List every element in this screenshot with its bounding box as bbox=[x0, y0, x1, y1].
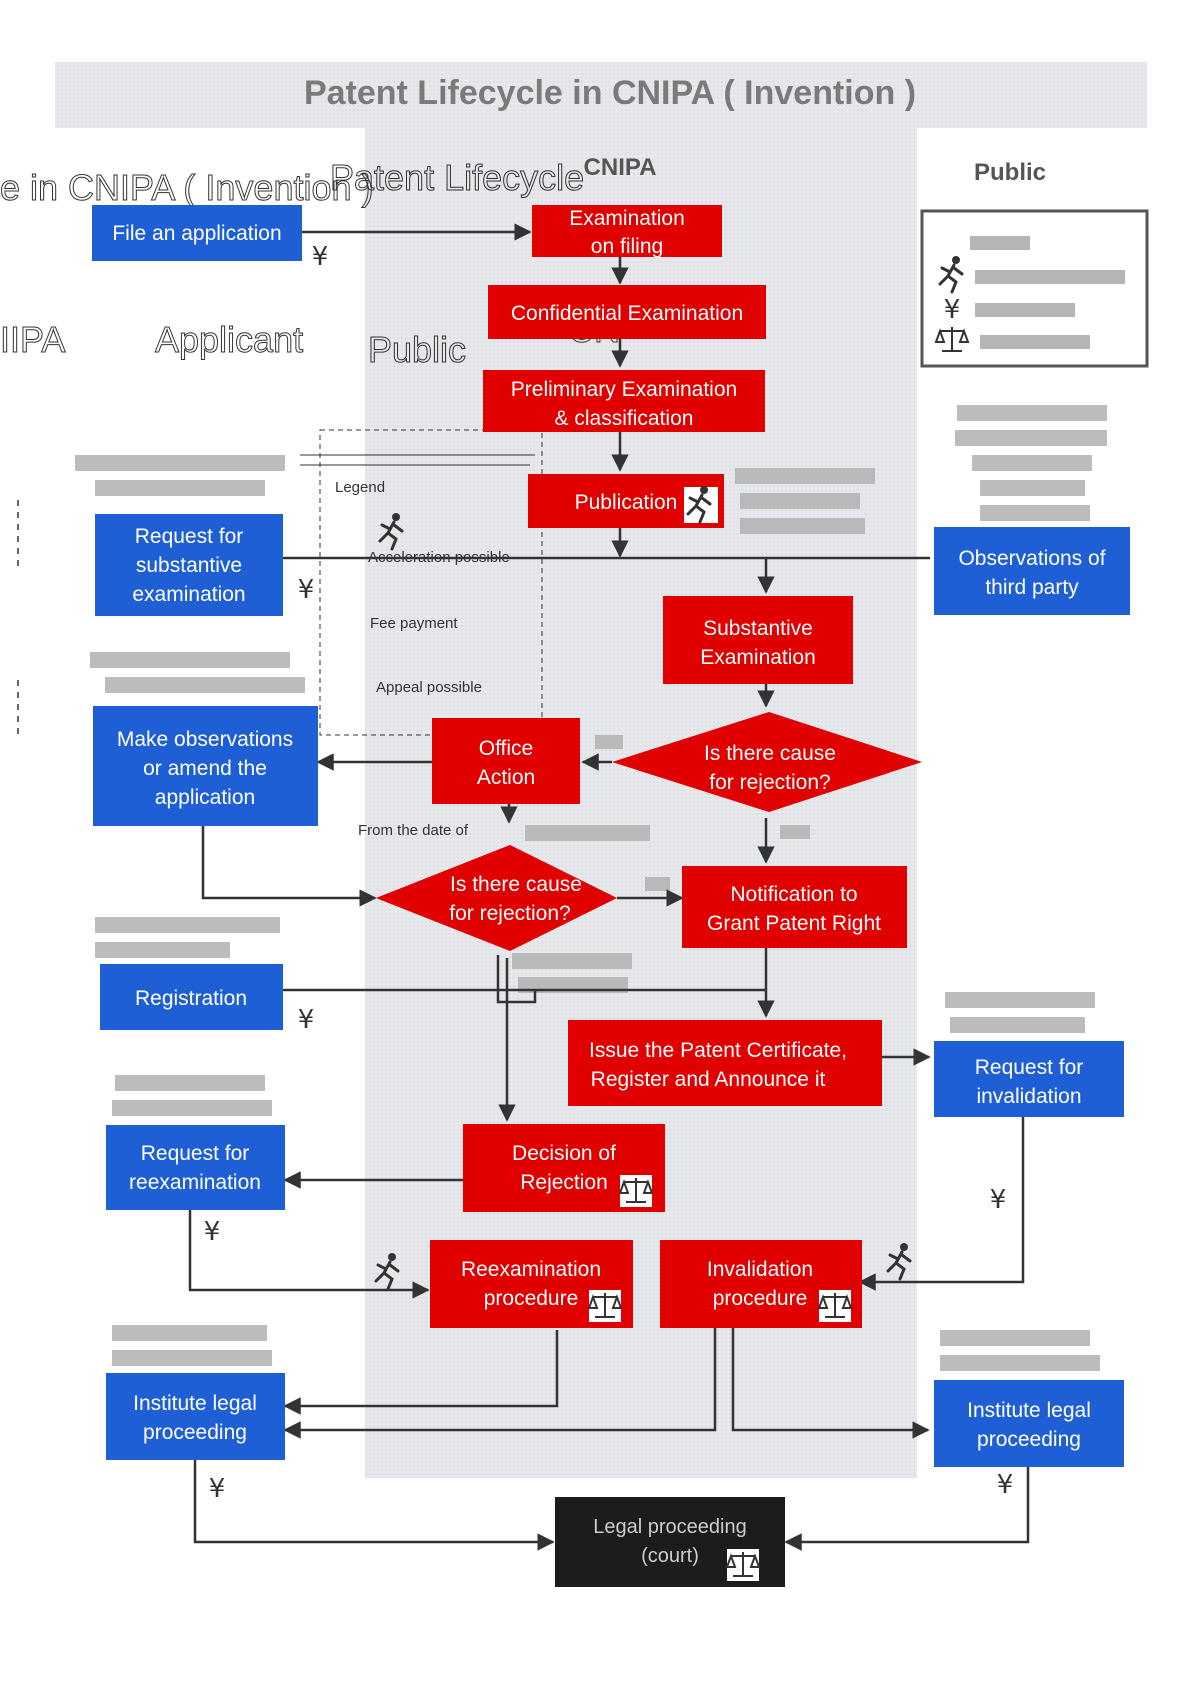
yen-icon bbox=[208, 1474, 226, 1504]
decision-rejection-box[interactable]: Decision of Rejection bbox=[463, 1124, 665, 1212]
overlay-legend-fee: Fee payment bbox=[370, 615, 458, 632]
issue-certificate-line1: Issue the Patent Certificate, bbox=[589, 1039, 847, 1062]
office-action-line1: Office bbox=[479, 737, 533, 760]
registration-label: Registration bbox=[135, 987, 247, 1010]
decision-line1: Decision of bbox=[512, 1142, 616, 1165]
exam-filing-line1: Examination bbox=[569, 207, 685, 230]
ghost-title-right: Patent Lifecycle bbox=[330, 157, 584, 198]
legal-right-line1: Institute legal bbox=[967, 1399, 1091, 1422]
observations-third-party-box[interactable]: Observations of third party bbox=[934, 527, 1130, 615]
request-reexamination-box[interactable]: Request for reexamination bbox=[106, 1125, 285, 1210]
column-head-public: Public bbox=[974, 159, 1046, 186]
blurred-notes bbox=[75, 405, 1107, 1371]
request-substantive-line2: substantive bbox=[136, 554, 242, 577]
legal-proceeding-right-box[interactable]: Institute legal proceeding bbox=[934, 1380, 1124, 1467]
observations-third-line1: Observations of bbox=[958, 547, 1105, 570]
make-observations-line2: or amend the bbox=[143, 757, 267, 780]
rejection1-line1: Is there cause bbox=[704, 742, 836, 765]
invalidation-proc-line1: Invalidation bbox=[707, 1258, 813, 1281]
reexam-proc-line2: procedure bbox=[484, 1287, 579, 1310]
request-reexamination-line2: reexamination bbox=[129, 1171, 261, 1194]
request-invalidation-line2: invalidation bbox=[976, 1085, 1081, 1108]
rejection-cause-diamond-2[interactable]: Is there cause for rejection? bbox=[376, 845, 617, 951]
overlay-legend-title: Legend bbox=[335, 479, 385, 496]
overlay-from-date: From the date of bbox=[358, 822, 469, 839]
rejection2-line1: Is there cause bbox=[450, 873, 582, 896]
invalidation-procedure-box[interactable]: Invalidation procedure bbox=[660, 1240, 862, 1328]
scales-icon bbox=[726, 1548, 760, 1582]
legal-left-line1: Institute legal bbox=[133, 1392, 257, 1415]
legal-proceeding-left-box[interactable]: Institute legal proceeding bbox=[106, 1373, 285, 1460]
issue-certificate-line2: Register and Announce it bbox=[591, 1068, 826, 1091]
scales-icon bbox=[619, 1174, 653, 1208]
office-action-box[interactable]: Office Action bbox=[432, 718, 580, 804]
file-application-label: File an application bbox=[112, 222, 281, 245]
notification-line2: Grant Patent Right bbox=[707, 912, 881, 935]
yen-icon bbox=[311, 242, 329, 272]
file-application-box[interactable]: File an application bbox=[92, 205, 302, 261]
preliminary-exam-box[interactable]: Preliminary Examination & classification bbox=[483, 370, 765, 432]
publication-box[interactable]: Publication bbox=[528, 474, 724, 528]
registration-box[interactable]: Registration bbox=[100, 964, 283, 1030]
yen-icon bbox=[203, 1217, 221, 1247]
court-line2: (court) bbox=[641, 1545, 699, 1567]
page-title: Patent Lifecycle in CNIPA ( Invention ) bbox=[304, 74, 916, 112]
notification-grant-box[interactable]: Notification to Grant Patent Right bbox=[682, 866, 907, 948]
overlay-legend: Legend Acceleration possible Fee payment… bbox=[300, 429, 543, 839]
yen-icon bbox=[989, 1185, 1007, 1215]
substantive-line1: Substantive bbox=[703, 617, 813, 640]
court-box[interactable]: Legal proceeding (court) bbox=[555, 1497, 785, 1587]
rejection2-line2: for rejection? bbox=[449, 902, 570, 925]
request-substantive-line3: examination bbox=[132, 583, 245, 606]
legal-left-line2: proceeding bbox=[143, 1421, 247, 1444]
make-observations-line3: application bbox=[155, 786, 255, 809]
publication-label: Publication bbox=[575, 491, 678, 514]
request-reexamination-line1: Request for bbox=[141, 1142, 250, 1165]
ghost-label-public: Public bbox=[368, 329, 466, 370]
scales-icon bbox=[818, 1289, 852, 1323]
ghost-label-applicant: Applicant bbox=[155, 319, 303, 360]
substantive-exam-box[interactable]: Substantive Examination bbox=[663, 596, 853, 684]
yen-icon bbox=[297, 1005, 315, 1035]
invalidation-proc-line2: procedure bbox=[713, 1287, 808, 1310]
observations-third-line2: third party bbox=[985, 576, 1079, 599]
office-action-line2: Action bbox=[477, 766, 535, 789]
yen-icon bbox=[297, 575, 315, 605]
yen-icon bbox=[996, 1470, 1014, 1500]
reexam-proc-line1: Reexamination bbox=[461, 1258, 601, 1281]
request-substantive-line1: Request for bbox=[135, 525, 244, 548]
legend-box bbox=[920, 209, 1149, 368]
reexamination-procedure-box[interactable]: Reexamination procedure bbox=[430, 1240, 633, 1328]
connectors bbox=[17, 223, 1030, 1551]
notification-line1: Notification to bbox=[730, 883, 857, 906]
column-head-cnipa: CNIPA bbox=[584, 154, 657, 181]
rejection-cause-diamond-1[interactable]: Is there cause for rejection? bbox=[612, 712, 922, 812]
substantive-line2: Examination bbox=[700, 646, 816, 669]
ghost-title-left: e in CNIPA ( Invention ) bbox=[0, 167, 374, 208]
request-invalidation-box[interactable]: Request for invalidation bbox=[934, 1041, 1124, 1117]
scales-icon bbox=[588, 1289, 622, 1323]
court-line1: Legal proceeding bbox=[593, 1516, 746, 1538]
overlay-legend-appeal: Appeal possible bbox=[376, 679, 482, 696]
preliminary-line2: & classification bbox=[555, 407, 694, 430]
legal-right-line2: proceeding bbox=[977, 1428, 1081, 1451]
rejection1-line2: for rejection? bbox=[709, 771, 830, 794]
decision-line2: Rejection bbox=[520, 1171, 608, 1194]
issue-certificate-box[interactable]: Issue the Patent Certificate, Register a… bbox=[568, 1020, 882, 1106]
title-band bbox=[55, 62, 1147, 128]
request-substantive-box[interactable]: Request for substantive examination bbox=[95, 514, 283, 616]
make-observations-line1: Make observations bbox=[117, 728, 293, 751]
examination-on-filing-box[interactable]: Examination on filing bbox=[532, 205, 722, 258]
exam-filing-line2: on filing bbox=[591, 235, 663, 258]
request-invalidation-line1: Request for bbox=[975, 1056, 1084, 1079]
make-observations-box[interactable]: Make observations or amend the applicati… bbox=[93, 706, 318, 826]
preliminary-line1: Preliminary Examination bbox=[511, 378, 737, 401]
confidential-exam-box[interactable]: Confidential Examination bbox=[488, 285, 766, 339]
ghost-label-cnipa: IIPA bbox=[0, 319, 65, 360]
confidential-label: Confidential Examination bbox=[511, 302, 743, 325]
